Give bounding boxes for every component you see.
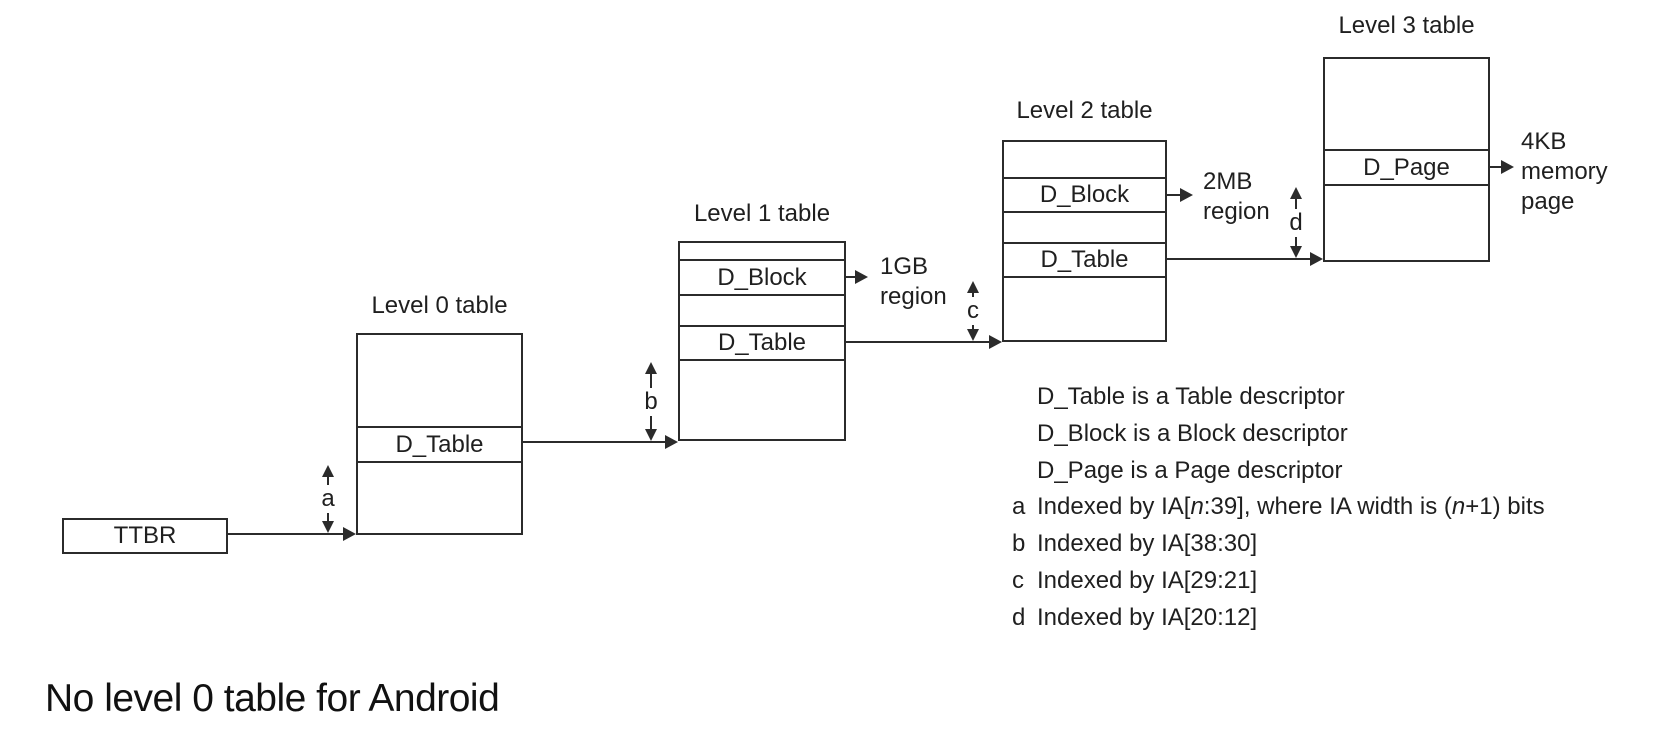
level3-table: D_Page: [1323, 57, 1490, 262]
legend-text: Indexed by IA[38:30]: [1037, 530, 1258, 558]
legend-letter: d: [1012, 603, 1026, 631]
index-arrow-b: b: [643, 362, 659, 441]
legend-text: Indexed by IA[29:21]: [1037, 567, 1258, 595]
legend: D_Table is a Table descriptor D_Block is…: [1012, 379, 1545, 637]
legend-text: Indexed by IA[n:39], where IA width is (…: [1037, 489, 1545, 526]
index-a-label: a: [320, 485, 336, 513]
index-b-label: b: [643, 387, 659, 416]
level0-to-level1-arrowhead-icon: [665, 435, 678, 449]
legend-a-part: +1) bits: [1465, 493, 1545, 521]
region-4kb-memory-page-label: 4KB memory page: [1521, 128, 1608, 215]
level1-dblock-cell: D_Block: [680, 259, 844, 296]
dblock2-output-line: [1167, 194, 1182, 196]
index-arrow-d: d: [1288, 187, 1304, 258]
legend-letter: b: [1012, 530, 1026, 558]
legend-text: D_Table is a Table descriptor: [1037, 383, 1345, 410]
arrow-up-icon: [1290, 187, 1302, 199]
dpage-output-line: [1490, 166, 1503, 168]
legend-text: D_Page is a Page descriptor: [1037, 456, 1343, 484]
level2-table: D_Block D_Table: [1002, 140, 1167, 342]
index-d-label: d: [1288, 208, 1304, 237]
legend-row-index-c: c Indexed by IA[29:21]: [1012, 563, 1545, 600]
level2-dblock-label: D_Block: [1039, 181, 1130, 208]
legend-letter: [1012, 416, 1037, 453]
dpage-output-arrowhead-icon: [1501, 160, 1514, 174]
level1-to-level2-line: [846, 341, 990, 343]
legend-letter: [1012, 453, 1037, 490]
region-2mb-label: 2MB region: [1203, 168, 1270, 225]
level2-to-level3-arrowhead-icon: [1310, 252, 1323, 266]
level1-table-title: Level 1 table: [693, 200, 831, 227]
arrow-up-icon: [645, 362, 657, 374]
ttbr-label: TTBR: [113, 522, 177, 549]
level1-dtable-cell: D_Table: [680, 325, 844, 361]
ttbr-box: TTBR: [62, 518, 228, 554]
arrow-up-icon: [322, 465, 334, 477]
level3-dpage-label: D_Page: [1363, 153, 1450, 181]
legend-a-italic-n: n: [1190, 493, 1204, 521]
android-note: No level 0 table for Android: [45, 677, 500, 720]
level3-table-title: Level 3 table: [1338, 12, 1475, 39]
level3-dpage-cell: D_Page: [1325, 149, 1488, 186]
level2-dblock-cell: D_Block: [1004, 177, 1165, 213]
legend-letter: a: [1012, 493, 1026, 521]
dblock2-output-arrowhead-icon: [1180, 188, 1193, 202]
level0-dtable-label: D_Table: [395, 430, 484, 458]
legend-row-index-b: b Indexed by IA[38:30]: [1012, 526, 1545, 563]
legend-row-dblock: D_Block is a Block descriptor: [1012, 416, 1545, 453]
arrow-down-icon: [967, 329, 979, 341]
legend-letter: c: [1012, 567, 1024, 595]
legend-row-index-a: a Indexed by IA[n:39], where IA width is…: [1012, 489, 1545, 526]
legend-letter: [1012, 379, 1037, 416]
legend-text: D_Block is a Block descriptor: [1037, 419, 1348, 447]
legend-text: Indexed by IA[20:12]: [1037, 603, 1258, 631]
level1-to-level2-arrowhead-icon: [989, 335, 1002, 349]
region-1gb-label: 1GB region: [880, 253, 947, 310]
ttbr-to-level0-arrowhead-icon: [343, 527, 356, 541]
ttbr-to-level0-line: [228, 533, 344, 535]
level1-dtable-label: D_Table: [717, 329, 807, 356]
level2-dtable-label: D_Table: [1040, 246, 1129, 273]
level0-table: D_Table: [356, 333, 523, 535]
level1-dblock-label: D_Block: [717, 263, 807, 291]
level0-to-level1-line: [523, 441, 667, 443]
arrow-down-icon: [645, 429, 657, 441]
legend-a-part: Indexed by IA[: [1037, 493, 1191, 521]
legend-row-dpage: D_Page is a Page descriptor: [1012, 453, 1545, 490]
legend-row-dtable: D_Table is a Table descriptor: [1012, 379, 1545, 416]
level1-table: D_Block D_Table: [678, 241, 846, 441]
level0-dtable-cell: D_Table: [358, 426, 521, 463]
level2-dtable-cell: D_Table: [1004, 242, 1165, 278]
level0-table-title: Level 0 table: [371, 292, 508, 319]
legend-a-part: :39], where IA width is (: [1203, 493, 1452, 521]
arrow-down-icon: [322, 521, 334, 533]
level2-table-title: Level 2 table: [1016, 97, 1153, 124]
arrow-down-icon: [1290, 246, 1302, 258]
arrow-up-icon: [967, 281, 979, 293]
dblock1-output-line: [846, 276, 857, 278]
index-arrow-a: a: [320, 465, 336, 533]
legend-a-italic-n: n: [1451, 493, 1466, 521]
dblock1-output-arrowhead-icon: [855, 270, 868, 284]
level2-to-level3-line: [1167, 258, 1311, 260]
index-c-label: c: [966, 297, 980, 325]
index-arrow-c: c: [965, 281, 981, 341]
legend-row-index-d: d Indexed by IA[20:12]: [1012, 600, 1545, 637]
